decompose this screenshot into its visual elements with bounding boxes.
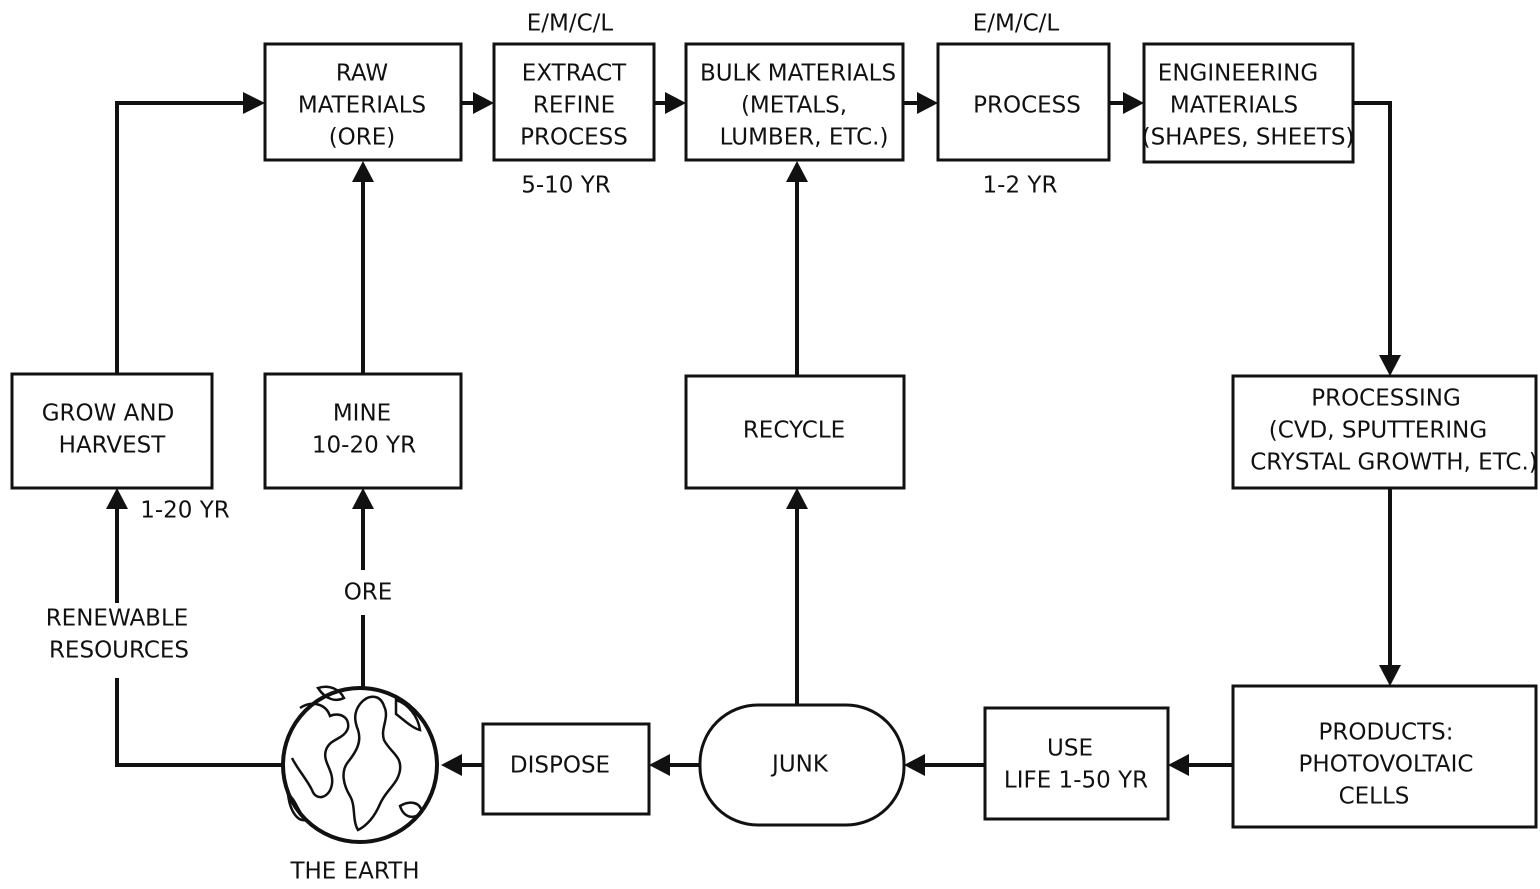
bulk-line-1: BULK MATERIALS (700, 61, 896, 87)
extract-time-label: 5-10 YR (521, 173, 611, 199)
arrowhead-right (665, 92, 686, 114)
extract-line-3: PROCESS (520, 125, 628, 151)
dispose-label: DISPOSE (510, 753, 610, 779)
ore-label: ORE (344, 580, 393, 606)
process-label: PROCESS (973, 93, 1081, 119)
arrowhead-left (649, 754, 670, 776)
junk-label: JUNK (770, 752, 829, 778)
junk-box: JUNK (700, 705, 904, 825)
mine-line-2: 10-20 YR (312, 433, 416, 459)
engineering-line-1: ENGINEERING (1158, 61, 1318, 87)
earth-globe-icon (283, 687, 437, 842)
dispose-box: DISPOSE (483, 724, 649, 814)
earth-label: THE EARTH (289, 859, 419, 885)
connector-earth-to-renewable (117, 678, 282, 765)
products-line-2: PHOTOVOLTAIC (1299, 752, 1474, 778)
connector-engineering-to-processing (1353, 103, 1390, 358)
bulk-line-3: LUMBER, ETC.) (720, 125, 889, 151)
emcl-label-left: E/M/C/L (527, 11, 614, 37)
arrowhead-right (473, 92, 494, 114)
grow-line-1: GROW AND (42, 401, 175, 427)
engineering-materials-box: ENGINEERING MATERIALS (SHAPES, SHEETS) (1142, 44, 1355, 162)
arrowhead-left (904, 754, 925, 776)
arrowhead-up (352, 488, 374, 509)
emcl-label-right: E/M/C/L (973, 11, 1060, 37)
arrowhead-left (1168, 754, 1189, 776)
recycle-label: RECYCLE (743, 418, 845, 444)
process-box: PROCESS (938, 44, 1109, 160)
arrowhead-down (1379, 665, 1401, 686)
engineering-line-2: MATERIALS (1170, 93, 1298, 119)
arrowhead-up (786, 488, 808, 509)
use-line-2: LIFE 1-50 YR (1004, 768, 1148, 794)
processing-line-1: PROCESSING (1311, 386, 1461, 412)
arrowhead-down (1379, 355, 1401, 376)
arrowhead-up (786, 161, 808, 182)
use-box: USE LIFE 1-50 YR (985, 708, 1168, 819)
products-line-3: CELLS (1339, 784, 1410, 810)
raw-materials-line-3: (ORE) (329, 125, 396, 151)
bulk-materials-box: BULK MATERIALS (METALS, LUMBER, ETC.) (686, 44, 903, 160)
process-time-label: 1-2 YR (983, 173, 1058, 199)
extract-line-1: EXTRACT (522, 61, 627, 87)
arrowhead-up (106, 488, 128, 509)
use-line-1: USE (1047, 736, 1093, 762)
grow-and-harvest-box: GROW AND HARVEST (12, 374, 212, 488)
processing-box: PROCESSING (CVD, SPUTTERING CRYSTAL GROW… (1233, 376, 1538, 488)
products-box: PRODUCTS: PHOTOVOLTAIC CELLS (1233, 686, 1536, 827)
grow-time-label: 1-20 YR (140, 498, 230, 524)
renewable-label-line-1: RENEWABLE (46, 606, 189, 632)
arrowhead-right (1123, 92, 1144, 114)
raw-materials-box: RAW MATERIALS (ORE) (265, 44, 461, 160)
arrowhead-right (917, 92, 938, 114)
recycle-box: RECYCLE (686, 376, 904, 488)
extract-refine-process-box: EXTRACT REFINE PROCESS (494, 44, 654, 160)
engineering-line-3: (SHAPES, SHEETS) (1142, 125, 1355, 151)
arrowhead-right (243, 92, 265, 114)
bulk-line-2: (METALS, (741, 93, 847, 119)
arrowhead-left (441, 754, 462, 776)
raw-materials-line-2: MATERIALS (298, 93, 426, 119)
mine-line-1: MINE (333, 401, 391, 427)
raw-materials-line-1: RAW (336, 61, 388, 87)
processing-line-2: (CVD, SPUTTERING (1269, 418, 1487, 444)
connector-grow-to-raw (117, 103, 248, 374)
arrowhead-up (352, 161, 374, 182)
mine-box: MINE 10-20 YR (265, 374, 461, 488)
processing-line-3: CRYSTAL GROWTH, ETC.) (1250, 450, 1538, 476)
grow-line-2: HARVEST (59, 433, 167, 459)
products-line-1: PRODUCTS: (1319, 720, 1454, 746)
extract-line-2: REFINE (533, 93, 615, 119)
renewable-label-line-2: RESOURCES (49, 638, 189, 664)
